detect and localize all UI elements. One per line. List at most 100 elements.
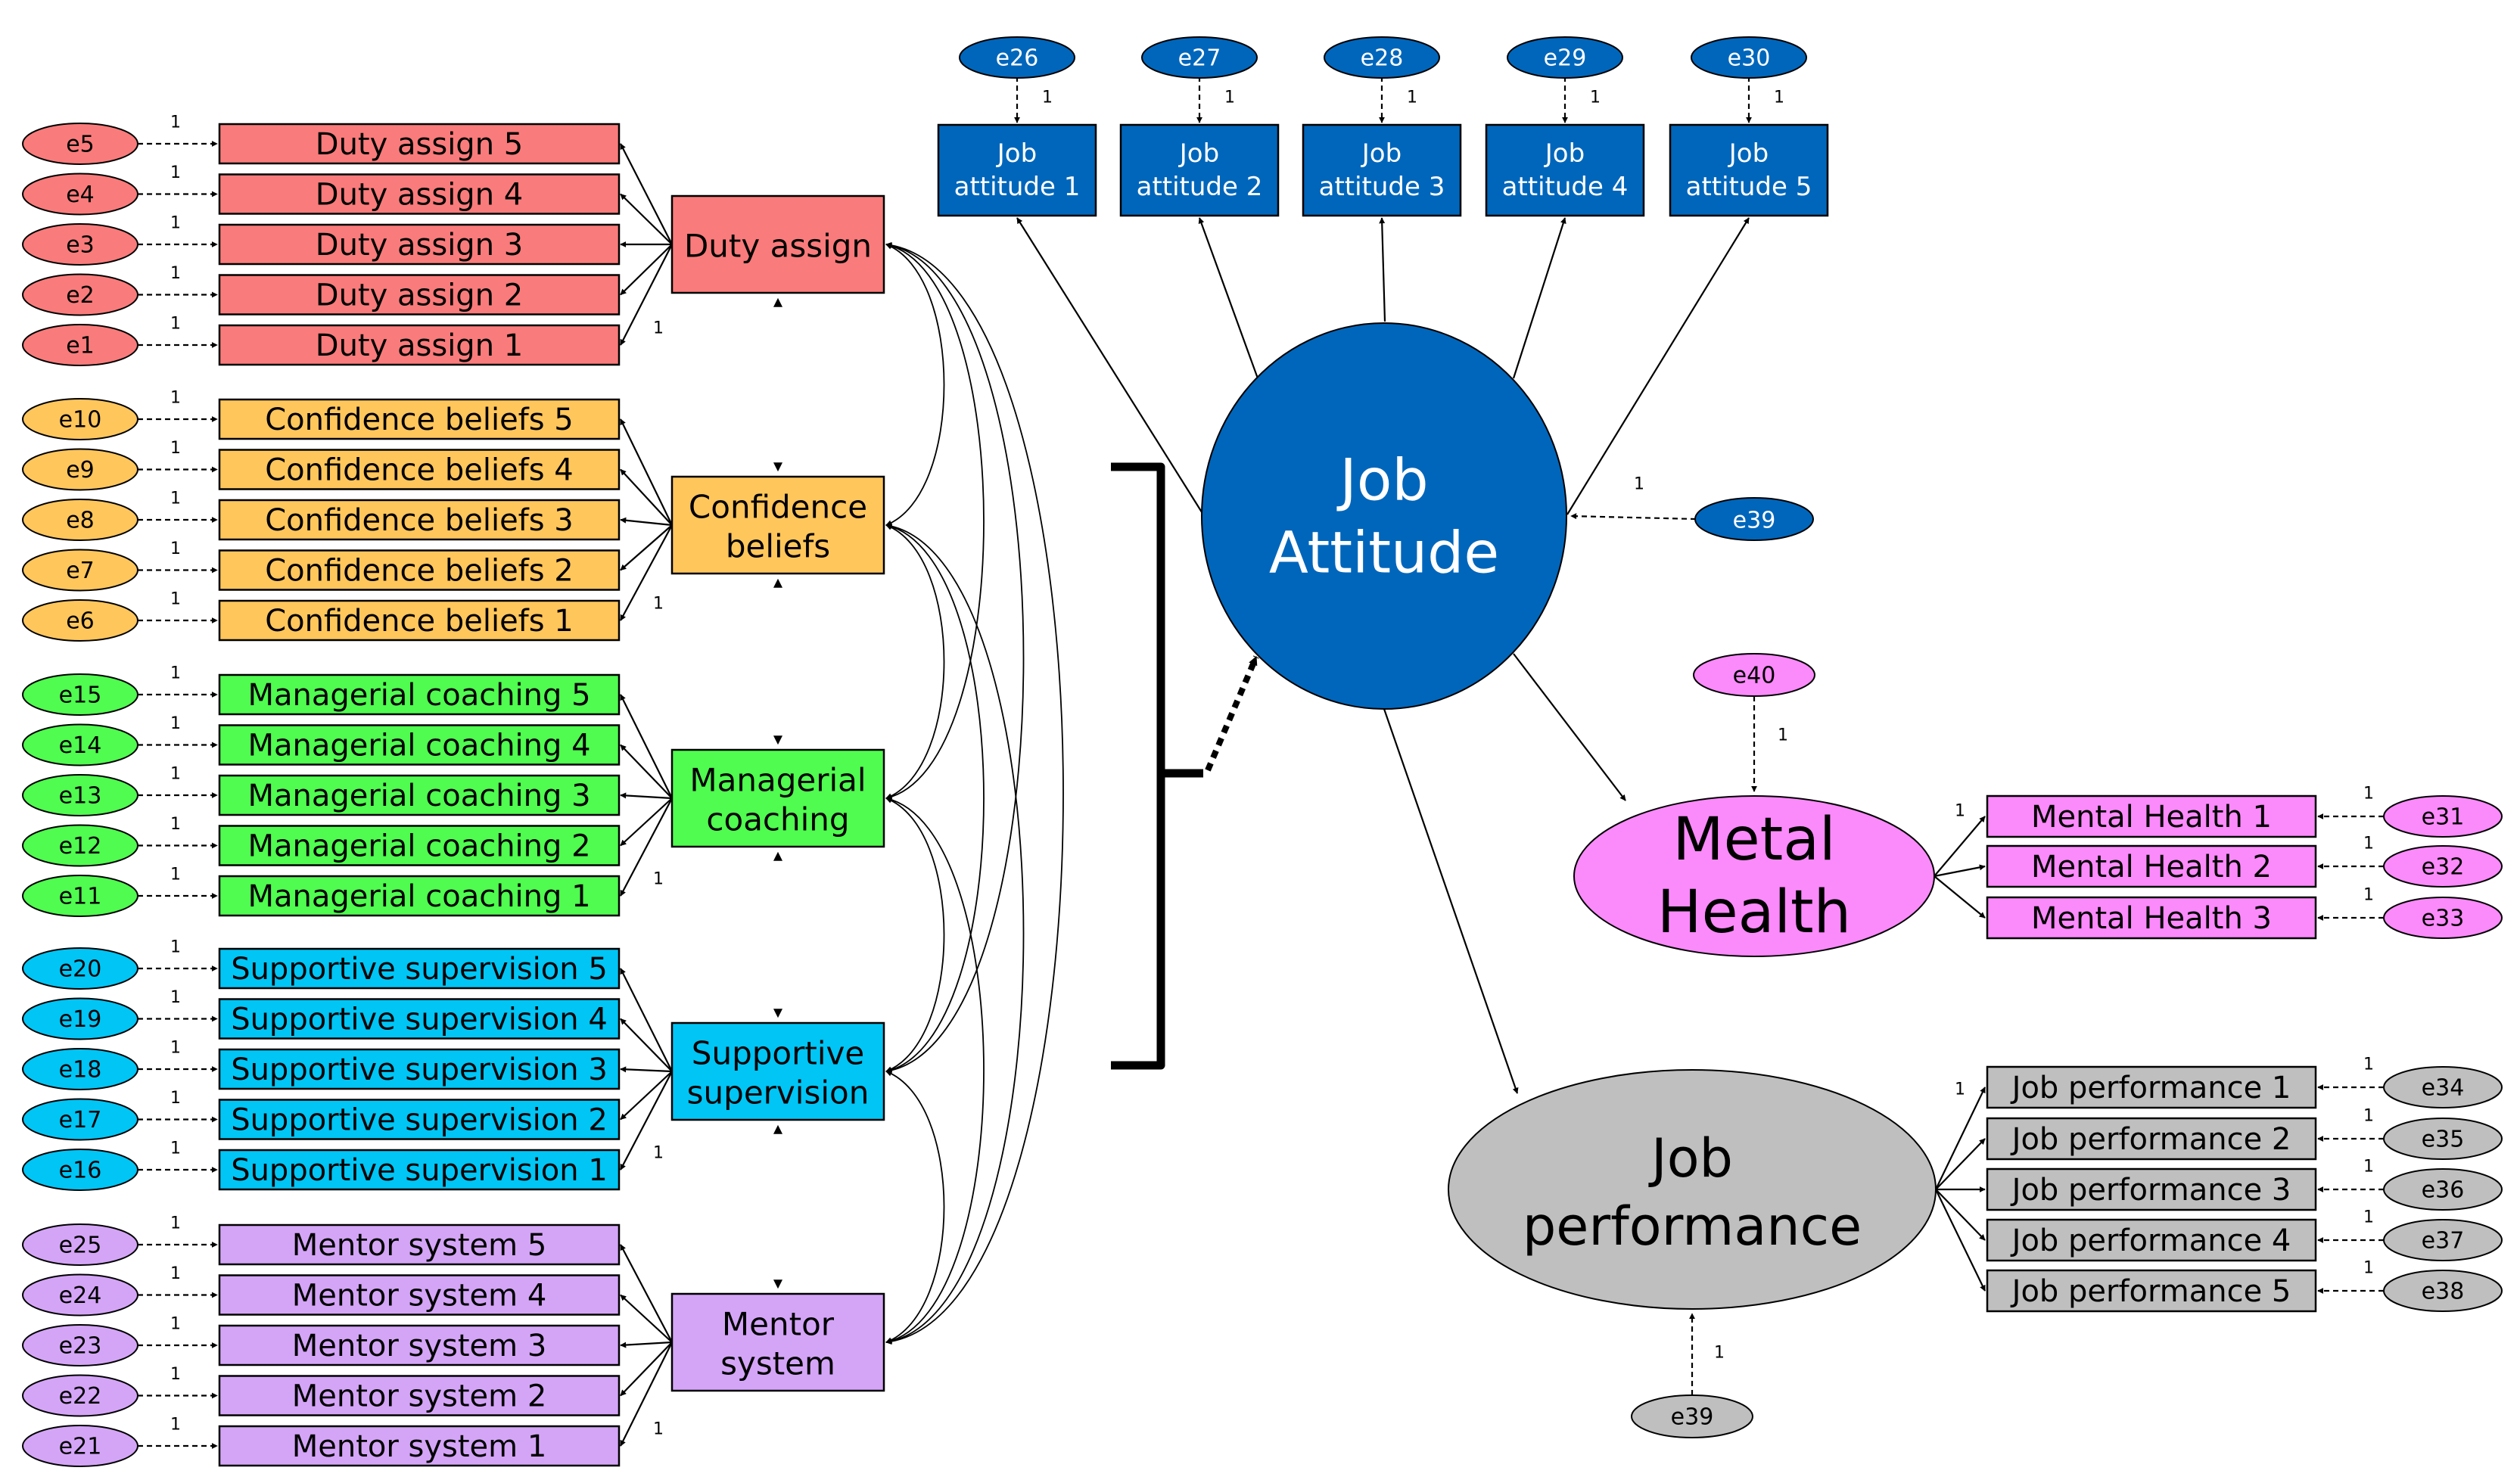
- error-ellipse: [22, 273, 138, 316]
- factor-label: system: [720, 1345, 835, 1382]
- indicator-box: [1302, 123, 1462, 217]
- error-label: e4: [66, 182, 95, 208]
- error-ellipse: [22, 324, 138, 366]
- covariance-arc: [885, 524, 945, 800]
- loading-path: [620, 1342, 673, 1397]
- loading-path: [620, 1341, 673, 1348]
- error-ellipse: [2383, 845, 2503, 888]
- covariance-arc: [885, 241, 1064, 1345]
- indicator-box: [218, 1274, 621, 1316]
- error-label: e12: [59, 833, 102, 860]
- path-label: 1: [653, 595, 664, 614]
- indicator-box: [1986, 896, 2317, 940]
- loading-path: [620, 744, 673, 799]
- indicator-box: [218, 173, 621, 215]
- path-label: 1: [170, 264, 181, 283]
- path-label: 1: [170, 315, 181, 334]
- loading-path: [620, 244, 673, 296]
- indicator-label: Mental Health 1: [2031, 800, 2272, 835]
- indicator-box: [218, 875, 621, 917]
- indicator-label: Confidence beliefs 2: [265, 554, 574, 589]
- error-label: e30: [1728, 45, 1771, 72]
- indicator-box: [1986, 1167, 2317, 1211]
- indicator-box: [218, 1375, 621, 1416]
- error-label: e2: [66, 282, 95, 309]
- loading-path: [620, 1294, 673, 1343]
- error-ellipse: [22, 448, 138, 491]
- path-label: 1: [170, 664, 181, 683]
- path-label: 1: [1778, 726, 1788, 745]
- covariance-arc: [885, 523, 985, 1074]
- grouping-bracket: [1111, 462, 1203, 1070]
- error-label: e17: [59, 1107, 102, 1133]
- path-label: 1: [170, 490, 181, 508]
- error-ellipse: [22, 997, 138, 1040]
- loading-path: [620, 1342, 673, 1447]
- error-label: e26: [996, 45, 1039, 72]
- error-label: e6: [66, 608, 95, 635]
- error-label: e38: [2422, 1279, 2465, 1305]
- path-label: 1: [1955, 1080, 1965, 1099]
- indicator-label: Mentor system 2: [292, 1379, 547, 1414]
- loading-path: [620, 797, 673, 897]
- error-ellipse: [22, 774, 138, 816]
- covariance-arc: [885, 243, 945, 527]
- error-ellipse: [1691, 36, 1807, 79]
- loading-path: [620, 524, 673, 571]
- path-label: 1: [170, 163, 181, 182]
- error-ellipse: [22, 223, 138, 266]
- factor-label: coaching: [706, 801, 849, 838]
- indicator-box: [218, 449, 621, 490]
- path-label: 1: [653, 1420, 664, 1439]
- job-performance-ellipse: [1448, 1069, 1937, 1310]
- disturbance-label: e39: [1733, 508, 1776, 534]
- indicator-label: Job performance 2: [2010, 1122, 2291, 1157]
- path-label: 1: [170, 866, 181, 885]
- error-ellipse: [22, 723, 138, 766]
- error-label: e11: [59, 884, 102, 910]
- structural-path: [1205, 655, 1259, 772]
- latent-label: Health: [1657, 878, 1851, 947]
- loading-path: [1379, 217, 1386, 322]
- indicator-box: [218, 1048, 621, 1090]
- error-ellipse: [1324, 36, 1440, 79]
- path-label: 1: [170, 1214, 181, 1233]
- indicator-label: Duty assign 3: [316, 228, 523, 263]
- path-label: 1: [1634, 475, 1644, 494]
- loading-path: [1935, 1087, 1986, 1190]
- loading-path: [1934, 864, 1986, 878]
- indicator-label: Confidence beliefs 5: [265, 403, 574, 437]
- path-label: 1: [170, 938, 181, 957]
- indicator-box: [218, 549, 621, 591]
- indicator-box: [218, 1324, 621, 1366]
- error-ellipse: [22, 947, 138, 990]
- error-label: e25: [59, 1233, 102, 1259]
- indicator-box: [1986, 844, 2317, 888]
- loading-path: [620, 1244, 673, 1343]
- indicator-box: [218, 998, 621, 1040]
- indicator-label: Confidence beliefs 1: [265, 604, 574, 639]
- indicator-box: [218, 274, 621, 316]
- disturbance-path: [1570, 513, 1697, 521]
- indicator-label: Duty assign 1: [316, 328, 523, 363]
- indicator-label: Confidence beliefs 4: [265, 453, 574, 488]
- latent-label: performance: [1523, 1195, 1862, 1258]
- loading-path: [620, 418, 673, 526]
- disturbance-ellipse: [1631, 1394, 1753, 1438]
- disturbance-ellipse: [1694, 497, 1814, 541]
- path-label: 1: [653, 1144, 664, 1163]
- error-ellipse: [22, 1048, 138, 1090]
- indicator-box: [218, 499, 621, 541]
- loading-path: [620, 468, 673, 526]
- path-label: 1: [170, 1039, 181, 1058]
- path-label: 1: [170, 1089, 181, 1108]
- error-ellipse: [22, 824, 138, 867]
- loading-path: [1512, 217, 1566, 379]
- error-label: e34: [2422, 1075, 2465, 1102]
- indicator-label: Supportive supervision 1: [231, 1153, 608, 1188]
- indicator-box: [1986, 1218, 2317, 1262]
- error-label: e15: [59, 682, 102, 709]
- loading-path: [620, 1071, 673, 1171]
- indicator-label: Job: [1544, 138, 1585, 169]
- loading-path: [1935, 1189, 1986, 1241]
